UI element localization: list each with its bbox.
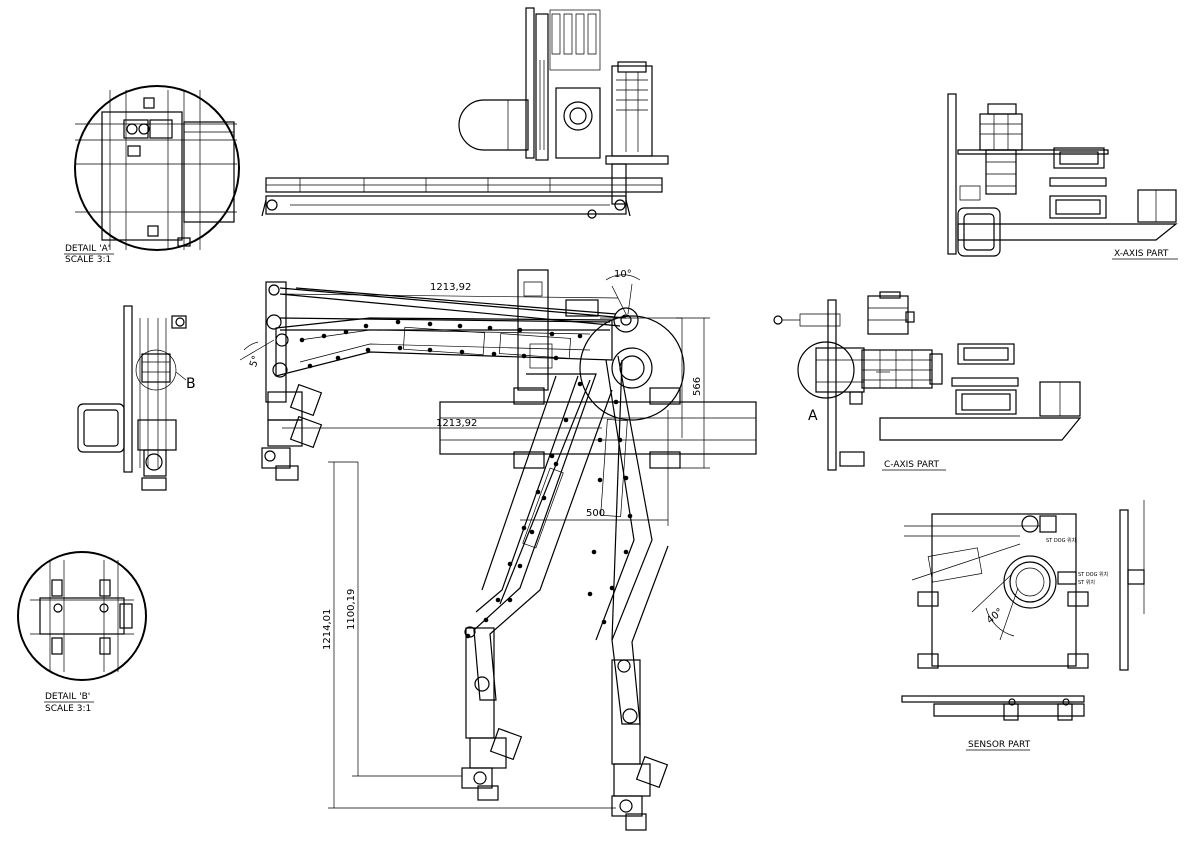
top-gantry-view — [261, 7, 669, 219]
dim-angle-left: 5° — [248, 354, 262, 368]
callout-a: A — [808, 408, 818, 424]
sensor-note-2: ST DOG 위치 — [1078, 571, 1108, 578]
dimension-lines — [239, 274, 710, 809]
detail-b-scale: SCALE 3:1 — [45, 704, 91, 714]
c-axis-part-view — [773, 291, 1082, 471]
dim-vert-left-outer: 1214,01 — [322, 609, 333, 650]
sensor-note-1: ST DOG 위치 — [1046, 537, 1076, 544]
detail-a-label: DETAIL 'A' — [65, 244, 110, 254]
detail-b-view — [17, 551, 147, 681]
sensor-angle: 40° — [985, 606, 1006, 626]
detail-b-label: DETAIL 'B' — [45, 692, 90, 702]
x-axis-part-label: X-AXIS PART — [1114, 249, 1169, 259]
c-axis-part-label: C-AXIS PART — [884, 460, 939, 470]
detail-a-scale: SCALE 3:1 — [65, 255, 111, 265]
dim-angle-top: 10° — [614, 269, 632, 280]
dim-mid-length: 1213,92 — [436, 418, 477, 429]
sensor-part-label: SENSOR PART — [968, 740, 1031, 750]
callout-b: B — [186, 376, 196, 392]
dim-width-bottom: 500 — [586, 508, 605, 519]
detail-a-view — [74, 85, 240, 251]
dim-height-right: 566 — [692, 377, 703, 396]
x-axis-part-view — [947, 93, 1178, 257]
dim-top-length: 1213,92 — [430, 282, 471, 293]
side-view-left — [77, 305, 187, 491]
dim-vert-left-inner: 1100,19 — [346, 589, 357, 630]
main-arm-assembly — [261, 269, 757, 831]
sensor-note-3: ST 위치 — [1078, 579, 1095, 586]
sensor-part-view — [901, 500, 1145, 721]
